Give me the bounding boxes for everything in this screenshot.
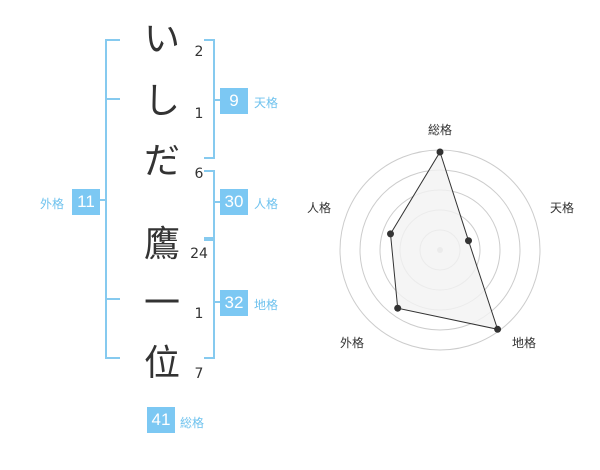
radar-axis-label-chikaku: 地格 xyxy=(511,336,536,350)
name-char-6: 位 xyxy=(143,343,180,384)
jinkaku-label: 人格 xyxy=(254,197,279,211)
chikaku-label: 地格 xyxy=(254,298,279,312)
name-char-2: し xyxy=(143,81,180,122)
name-char-5: 一 xyxy=(143,283,180,324)
gaikaku-value-box: 11 xyxy=(72,189,100,215)
stroke-count-6: 7 xyxy=(194,366,204,382)
name-char-3: だ xyxy=(143,141,180,182)
tenkaku-label: 天格 xyxy=(254,96,279,110)
gaikaku-label: 外格 xyxy=(40,197,65,211)
name-char-4: 鷹 xyxy=(143,224,180,265)
chikaku-bracket xyxy=(204,239,215,359)
radar-axis-label-jinkaku: 人格 xyxy=(306,201,331,215)
radar-axis-label-soukaku: 総格 xyxy=(427,123,452,137)
soukaku-label: 総格 xyxy=(180,416,205,430)
stroke-count-5: 1 xyxy=(194,306,204,322)
radar-point-3 xyxy=(494,325,502,333)
radar-point-1 xyxy=(436,148,444,156)
radar-point-5 xyxy=(387,230,394,238)
jinkaku-value-box: 30 xyxy=(220,189,248,215)
stroke-count-4: 24 xyxy=(190,246,208,262)
radar-polygon xyxy=(389,150,499,330)
radar-axis-label-gaikaku: 外格 xyxy=(339,336,364,350)
name-char-1: い xyxy=(143,19,180,60)
radar-point-2 xyxy=(465,237,472,245)
stroke-count-2: 1 xyxy=(194,106,204,122)
radar-point-4 xyxy=(394,304,402,312)
radar-axis-label-tenkaku: 天格 xyxy=(549,201,574,215)
soukaku-value-box: 41 xyxy=(147,407,175,433)
stroke-count-1: 2 xyxy=(194,44,204,60)
tenkaku-value-box: 9 xyxy=(220,88,248,114)
chikaku-value-box: 32 xyxy=(220,290,248,316)
stroke-count-3: 6 xyxy=(194,166,204,182)
jinkaku-bracket xyxy=(204,170,215,239)
